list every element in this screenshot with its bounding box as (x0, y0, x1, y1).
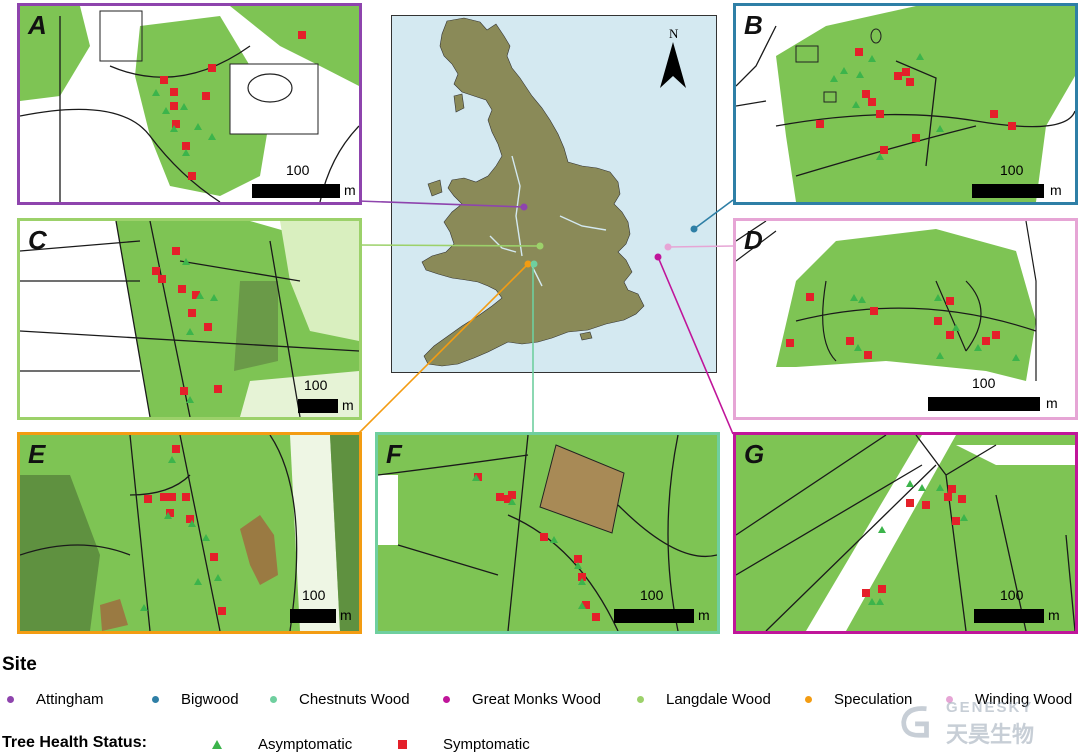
panel-c-langdale: C 100 m (17, 218, 362, 420)
site-dot-icon (443, 696, 450, 703)
panel-e-label: E (28, 439, 46, 469)
legend-status-label: Symptomatic (443, 736, 530, 753)
panel-f-scale-bar (614, 609, 694, 623)
panel-c-map (20, 221, 359, 417)
panel-b-scale-unit: m (1050, 182, 1062, 198)
legend-site-label: Langdale Wood (666, 691, 771, 708)
panel-d-map (736, 221, 1075, 417)
panel-b-map (736, 6, 1075, 202)
panel-f-label: F (386, 439, 402, 469)
panel-f-chestnuts: F 100 m (375, 432, 720, 634)
legend-site-label: Bigwood (181, 691, 239, 708)
legend-site-attingham: Attingham (7, 691, 104, 708)
watermark-text-en: GENESKY (946, 699, 1034, 716)
legend-status-label: Asymptomatic (258, 736, 353, 753)
genesky-watermark: GENESKY 天昊生物 (898, 699, 1068, 747)
panel-f-map (378, 435, 717, 631)
legend-site-title: Site (2, 654, 37, 675)
site-dot-icon (637, 696, 644, 703)
panel-g-scale-bar (974, 609, 1044, 623)
panel-b-label: B (744, 10, 763, 40)
panel-d-scale-bar (928, 397, 1040, 411)
panel-e-map (20, 435, 359, 631)
legend-site-langdale: Langdale Wood (637, 691, 771, 708)
legend-site-label: Great Monks Wood (472, 691, 601, 708)
triangle-icon (212, 740, 222, 749)
legend-site-speculation: Speculation (805, 691, 912, 708)
panel-f-scale-value: 100 (640, 587, 664, 603)
legend-status-title: Tree Health Status: (2, 734, 147, 751)
panel-b-scale-bar (972, 184, 1044, 198)
panel-d-scale-value: 100 (972, 375, 996, 391)
central-map: N (391, 15, 717, 373)
panel-d-label: D (744, 225, 763, 255)
legend-status-asymptomatic: Asymptomatic (212, 736, 352, 753)
panel-g-label: G (744, 439, 765, 469)
great-britain-landmass (421, 17, 645, 367)
legend-site-great-monks: Great Monks Wood (443, 691, 601, 708)
panel-e-speculation: E 100 m (17, 432, 362, 634)
panel-a-attingham: A 100 m (17, 3, 362, 205)
legend-site-winding: Winding Wood (946, 691, 1072, 708)
genesky-logo-icon (901, 706, 929, 738)
site-dot-icon (7, 696, 14, 703)
panel-c-scale-value: 100 (304, 377, 328, 393)
isle-of-man (453, 93, 465, 113)
site-dot-icon (270, 696, 277, 703)
legend-site-label: Chestnuts Wood (299, 691, 410, 708)
legend-site-bigwood: Bigwood (152, 691, 239, 708)
north-label: N (669, 26, 679, 41)
panel-d-scale-unit: m (1046, 395, 1058, 411)
legend-site-chestnuts: Chestnuts Wood (270, 691, 410, 708)
panel-e-scale-bar (290, 609, 336, 623)
site-dot-icon (152, 696, 159, 703)
panel-g-scale-unit: m (1048, 607, 1060, 623)
panel-g-map (736, 435, 1075, 631)
site-dot-icon (805, 696, 812, 703)
panel-c-label: C (28, 225, 47, 255)
legend-site-label: Winding Wood (975, 691, 1073, 708)
panel-f-scale-unit: m (698, 607, 710, 623)
panel-c-scale-unit: m (342, 397, 354, 413)
panel-d-winding: D 100 m (733, 218, 1078, 420)
north-arrow-icon (660, 42, 686, 88)
isle-of-wight (579, 331, 593, 341)
panel-c-scale-bar (298, 399, 338, 413)
legend-status-symptomatic: Symptomatic (398, 736, 530, 753)
panel-b-scale-value: 100 (1000, 162, 1024, 178)
panel-a-scale-unit: m (344, 182, 356, 198)
watermark-text-cn: 天昊生物 (946, 722, 1035, 747)
anglesey (427, 179, 443, 197)
panel-e-scale-value: 100 (302, 587, 326, 603)
panel-a-map (20, 6, 359, 202)
panel-g-great-monks: G 100 m (733, 432, 1078, 634)
panel-b-bigwood: B 100 m (733, 3, 1078, 205)
site-dot-icon (946, 696, 953, 703)
north-arrow: N (658, 26, 688, 92)
square-icon (398, 740, 407, 749)
panel-a-label: A (28, 10, 47, 40)
panel-e-scale-unit: m (340, 607, 352, 623)
legend-site-label: Speculation (834, 691, 913, 708)
panel-a-scale-bar (252, 184, 340, 198)
panel-g-scale-value: 100 (1000, 587, 1024, 603)
legend-site-label: Attingham (36, 691, 104, 708)
panel-a-scale-value: 100 (286, 162, 310, 178)
